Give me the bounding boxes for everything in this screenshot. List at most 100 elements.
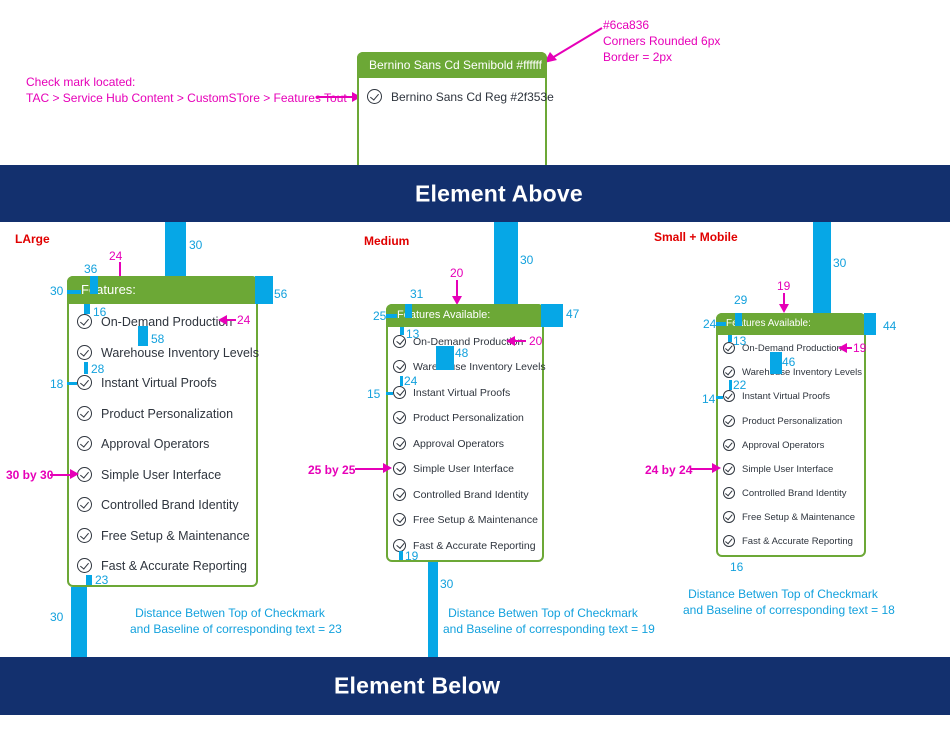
medium-panel-header: Features Available: [386,304,544,327]
list-item: Instant Virtual Proofs [77,375,217,390]
measure-left-pad: 24 [703,317,717,331]
gap-bar [400,376,403,386]
list-item: Instant Virtual Proofs [723,390,830,402]
list-item: Free Setup & Maintenance [393,513,538,526]
gap-bar [436,346,454,370]
measure-16: 16 [730,560,744,574]
checkmark-icon [77,558,92,573]
measure-48: 48 [455,346,469,360]
list-item: Approval Operators [393,437,504,450]
spacing-bar-top [813,222,831,314]
head-height-bar [541,304,563,327]
list-item: Approval Operators [723,439,824,451]
list-item: On-Demand Production [77,314,232,329]
measure-head-left: 31 [410,287,424,301]
measure-24: 24 [404,374,418,388]
measure-left-pad: 30 [50,284,64,298]
checkmark-icon [77,436,92,451]
gap-bar [386,392,393,395]
spec-header: Bernino Sans Cd Semibold #ffffff [357,52,547,78]
arrowhead-right-icon [352,92,361,102]
measure-head-below: 13 [733,334,747,348]
list-item: On-Demand Production [393,335,523,348]
measure-top: 30 [520,253,534,267]
checkmark-icon [393,360,406,373]
measure-top: 30 [833,256,847,270]
head-left-bar [405,304,412,318]
measure-head-below: 16 [93,305,107,319]
arrowhead-right-icon [383,463,392,473]
checkmark-icon [77,528,92,543]
checkmark-icon [77,345,92,360]
checkmark-icon [77,375,92,390]
list-item: Warehouse Inventory Levels [393,360,546,373]
measure-head-left: 29 [734,293,748,307]
medium-size-label: Medium [364,234,410,248]
head-below-bar [400,327,404,335]
checkmark-icon [393,462,406,475]
list-item: Controlled Brand Identity [723,487,847,499]
element-below-banner: Element Below [0,657,950,715]
checkmark-icon [723,535,735,547]
head-height-bar [864,313,876,335]
checkmark-icon [77,314,92,329]
measure-check-size: 30 by 30 [6,468,54,482]
measure-head-height: 44 [883,319,897,333]
head-left-bar [735,313,742,326]
spec-item-label: Bernino Sans Cd Reg #2f353e [391,89,554,104]
measure-text-top: 19 [777,279,791,293]
checkmark-icon [77,497,92,512]
gap-bar [399,551,403,560]
arrow-line [226,319,236,321]
checkmark-icon [723,487,735,499]
arrow-line [456,280,458,297]
spacing-bar-bottom [428,562,438,657]
arrow-line [50,474,72,476]
checkmark-icon [393,335,406,348]
checkmark-icon [393,411,406,424]
list-item: Instant Virtual Proofs [393,386,510,399]
checkmark-icon [393,488,406,501]
gap-bar [138,326,148,346]
checkmark-icon [77,467,92,482]
list-item: Free Setup & Maintenance [77,528,250,543]
list-item: Fast & Accurate Reporting [77,558,247,573]
spacing-bar-top [494,222,518,305]
arrow-line [846,347,852,349]
checkmark-icon [723,366,735,378]
pad-left-bar [716,322,726,326]
spacing-bar-bottom [71,587,87,657]
spec-example-panel: Bernino Sans Cd Semibold #ffffff Bernino… [357,52,554,177]
small-panel-header: Features Available: [716,313,866,335]
list-item: Product Personalization [77,406,233,421]
list-item: Simple User Interface [723,463,833,475]
checkmark-icon [723,415,735,427]
large-panel-header: Features: [67,276,258,304]
measure-bottom: 30 [50,610,64,624]
large-size-label: LArge [15,232,50,246]
measure-46: 46 [782,355,796,369]
medium-features-panel: Features Available: [386,304,544,562]
measure-top: 30 [189,238,203,252]
gap-bar [84,362,88,374]
gap-bar [86,575,92,585]
small-note: Distance Betwen Top of Checkmark and Bas… [683,587,895,617]
spec-item: Bernino Sans Cd Reg #2f353e [367,89,554,104]
arrowhead-left-icon [218,315,227,325]
list-item: Controlled Brand Identity [77,497,239,512]
checkmark-icon [77,406,92,421]
measure-check-size: 24 by 24 [645,463,693,477]
list-item: Warehouse Inventory Levels [723,366,862,378]
measure-head-left: 36 [84,262,98,276]
list-item: Controlled Brand Identity [393,488,529,501]
measure-28: 28 [91,362,105,376]
measure-head-below: 13 [406,327,420,341]
pad-left-bar [386,314,397,318]
arrow-line [783,293,785,305]
checkmark-icon [723,439,735,451]
measure-text-right: 24 [237,313,251,327]
arrowhead-left-icon [506,336,515,346]
check-location-annotation: Check mark located: TAC > Service Hub Co… [26,75,347,105]
head-left-bar [90,276,98,294]
pad-left-bar [67,290,81,294]
